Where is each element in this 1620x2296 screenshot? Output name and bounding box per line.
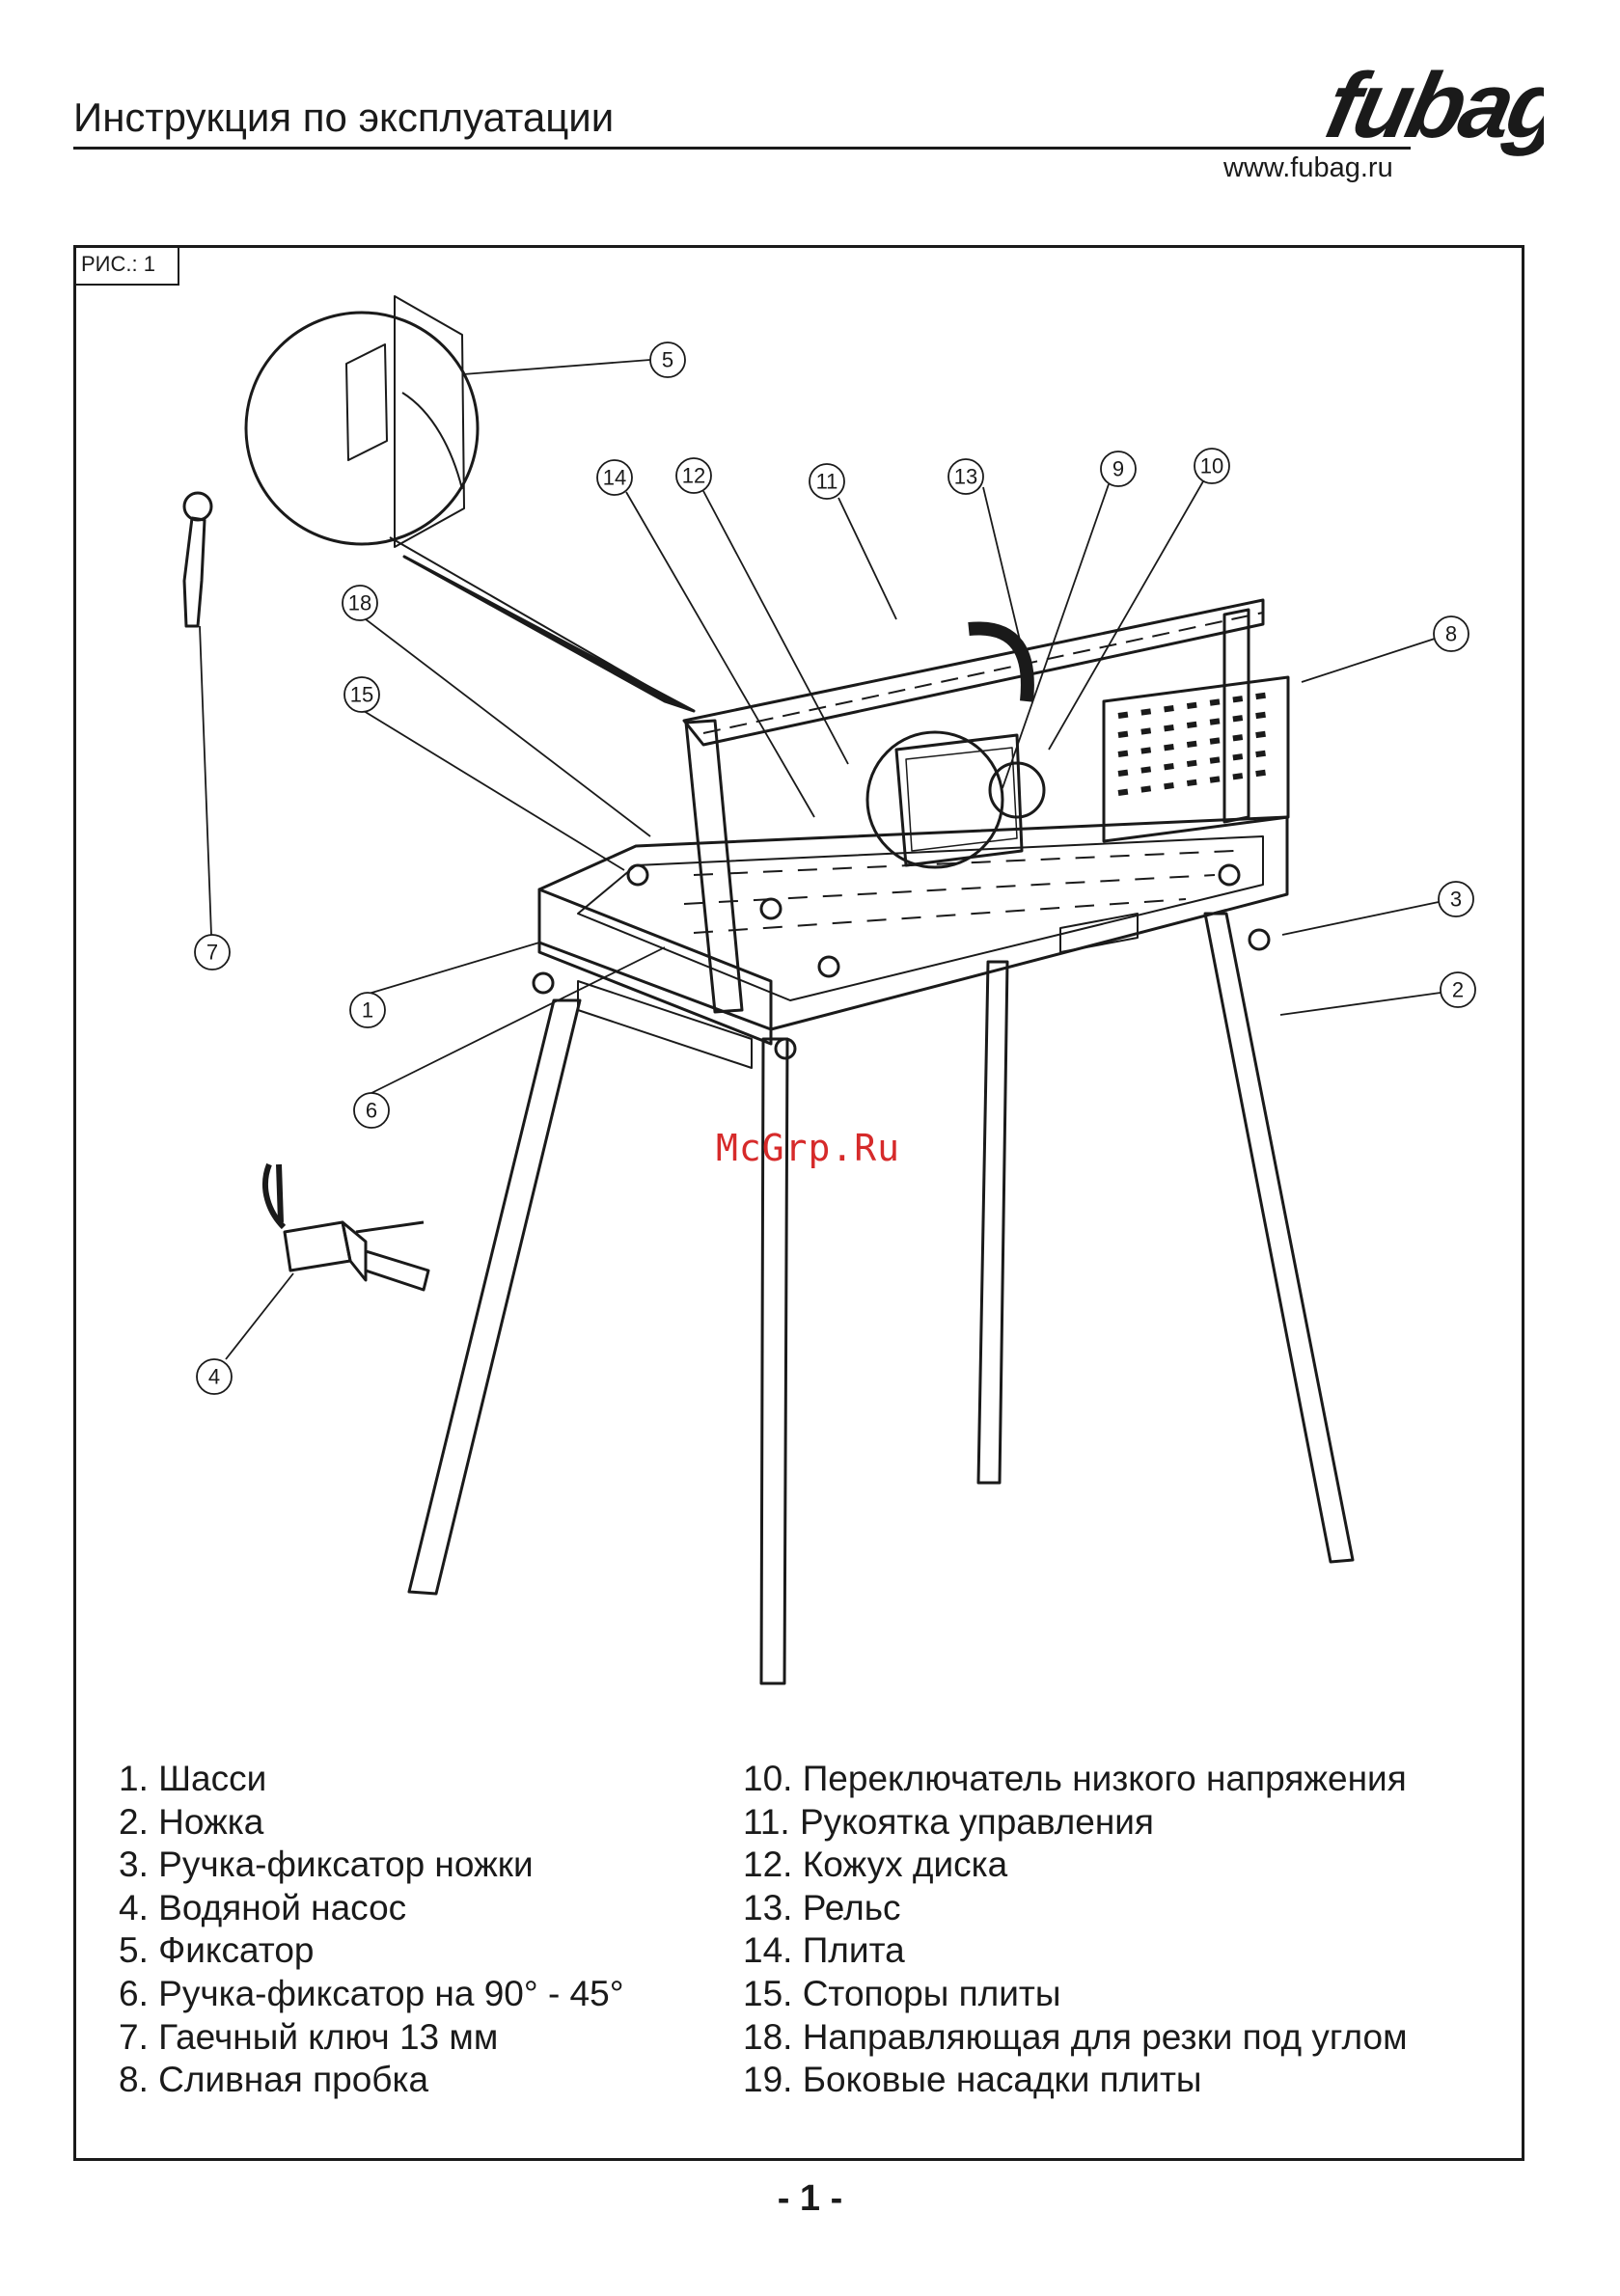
callout-label: 18 (348, 591, 371, 615)
page-number: - 1 - (777, 2178, 843, 2219)
callout-3 (1438, 881, 1474, 917)
callout-15 (343, 676, 380, 713)
header-rule (73, 147, 1411, 150)
legend-item: 14. Плита (743, 1930, 905, 1971)
legend-item: 11. Рукоятка управления (743, 1801, 1154, 1842)
callout-label: 15 (350, 683, 373, 707)
site-url[interactable]: www.fubag.ru (1223, 152, 1393, 183)
callout-1 (349, 992, 386, 1028)
legend-item: 19. Боковые насадки плиты (743, 2060, 1202, 2100)
legend-item: 1. Шасси (119, 1759, 267, 1798)
callout-12 (675, 457, 712, 494)
figure-label: РИС.: 1 (73, 245, 179, 286)
watermark: McGrp.Ru (716, 1127, 901, 1169)
legend-item: 5. Фиксатор (119, 1930, 315, 1971)
legend-item: 15. Стопоры плиты (743, 1973, 1061, 2013)
callout-13 (947, 458, 984, 495)
callout-10 (1194, 448, 1230, 484)
callout-label: 4 (208, 1365, 220, 1389)
callout-4 (196, 1358, 233, 1395)
parts-legend-right: 10. Переключатель низкого напряжения 11.… (743, 1758, 1408, 2102)
legend-item: 2. Ножка (119, 1801, 264, 1842)
callout-label: 11 (816, 470, 838, 494)
svg-text:fubag: fubag (1318, 53, 1544, 157)
legend-item: 3. Ручка-фиксатор ножки (119, 1845, 534, 1885)
fubag-logo: fubag (1318, 53, 1544, 157)
callout-9 (1100, 451, 1137, 487)
figure-frame (73, 245, 1524, 2161)
callout-6 (353, 1092, 390, 1129)
callout-11 (809, 463, 845, 500)
legend-item: 6. Ручка-фиксатор на 90° - 45° (119, 1973, 624, 2013)
callout-18 (342, 585, 378, 621)
parts-legend-left: 1. Шасси 2. Ножка 3. Ручка-фиксатор ножк… (119, 1758, 624, 2102)
legend-item: 13. Рельс (743, 1887, 901, 1927)
callout-label: 7 (206, 941, 218, 965)
callout-label: 1 (362, 998, 373, 1023)
callout-8 (1433, 615, 1469, 652)
callout-label: 5 (662, 348, 673, 372)
legend-item: 8. Сливная пробка (119, 2060, 429, 2100)
legend-item: 18. Направляющая для резки под углом (743, 2016, 1408, 2057)
page-title: Инструкция по эксплуатации (73, 95, 615, 140)
callout-label: 10 (1200, 454, 1223, 478)
callout-14 (596, 459, 633, 496)
tile-saw-drawing: 5 14 12 11 13 9 10 18 15 8 3 2 1 7 6 4 (182, 295, 1476, 1685)
callout-label: 6 (366, 1099, 377, 1123)
callout-label: 13 (954, 465, 977, 489)
detail-magnifier (244, 311, 480, 546)
callout-label: 12 (682, 464, 705, 488)
callout-2 (1440, 971, 1476, 1008)
callout-5 (649, 342, 686, 378)
callout-label: 14 (603, 466, 626, 490)
legend-item: 10. Переключатель низкого напряжения (743, 1759, 1407, 1798)
legend-item: 7. Гаечный ключ 13 мм (119, 2016, 499, 2057)
legend-item: 12. Кожух диска (743, 1845, 1008, 1885)
callout-label: 2 (1452, 978, 1464, 1002)
callout-7 (194, 934, 231, 970)
legend-item: 4. Водяной насос (119, 1887, 407, 1927)
callout-label: 8 (1445, 622, 1457, 646)
callout-label: 3 (1450, 888, 1462, 912)
callout-label: 9 (1112, 457, 1124, 481)
